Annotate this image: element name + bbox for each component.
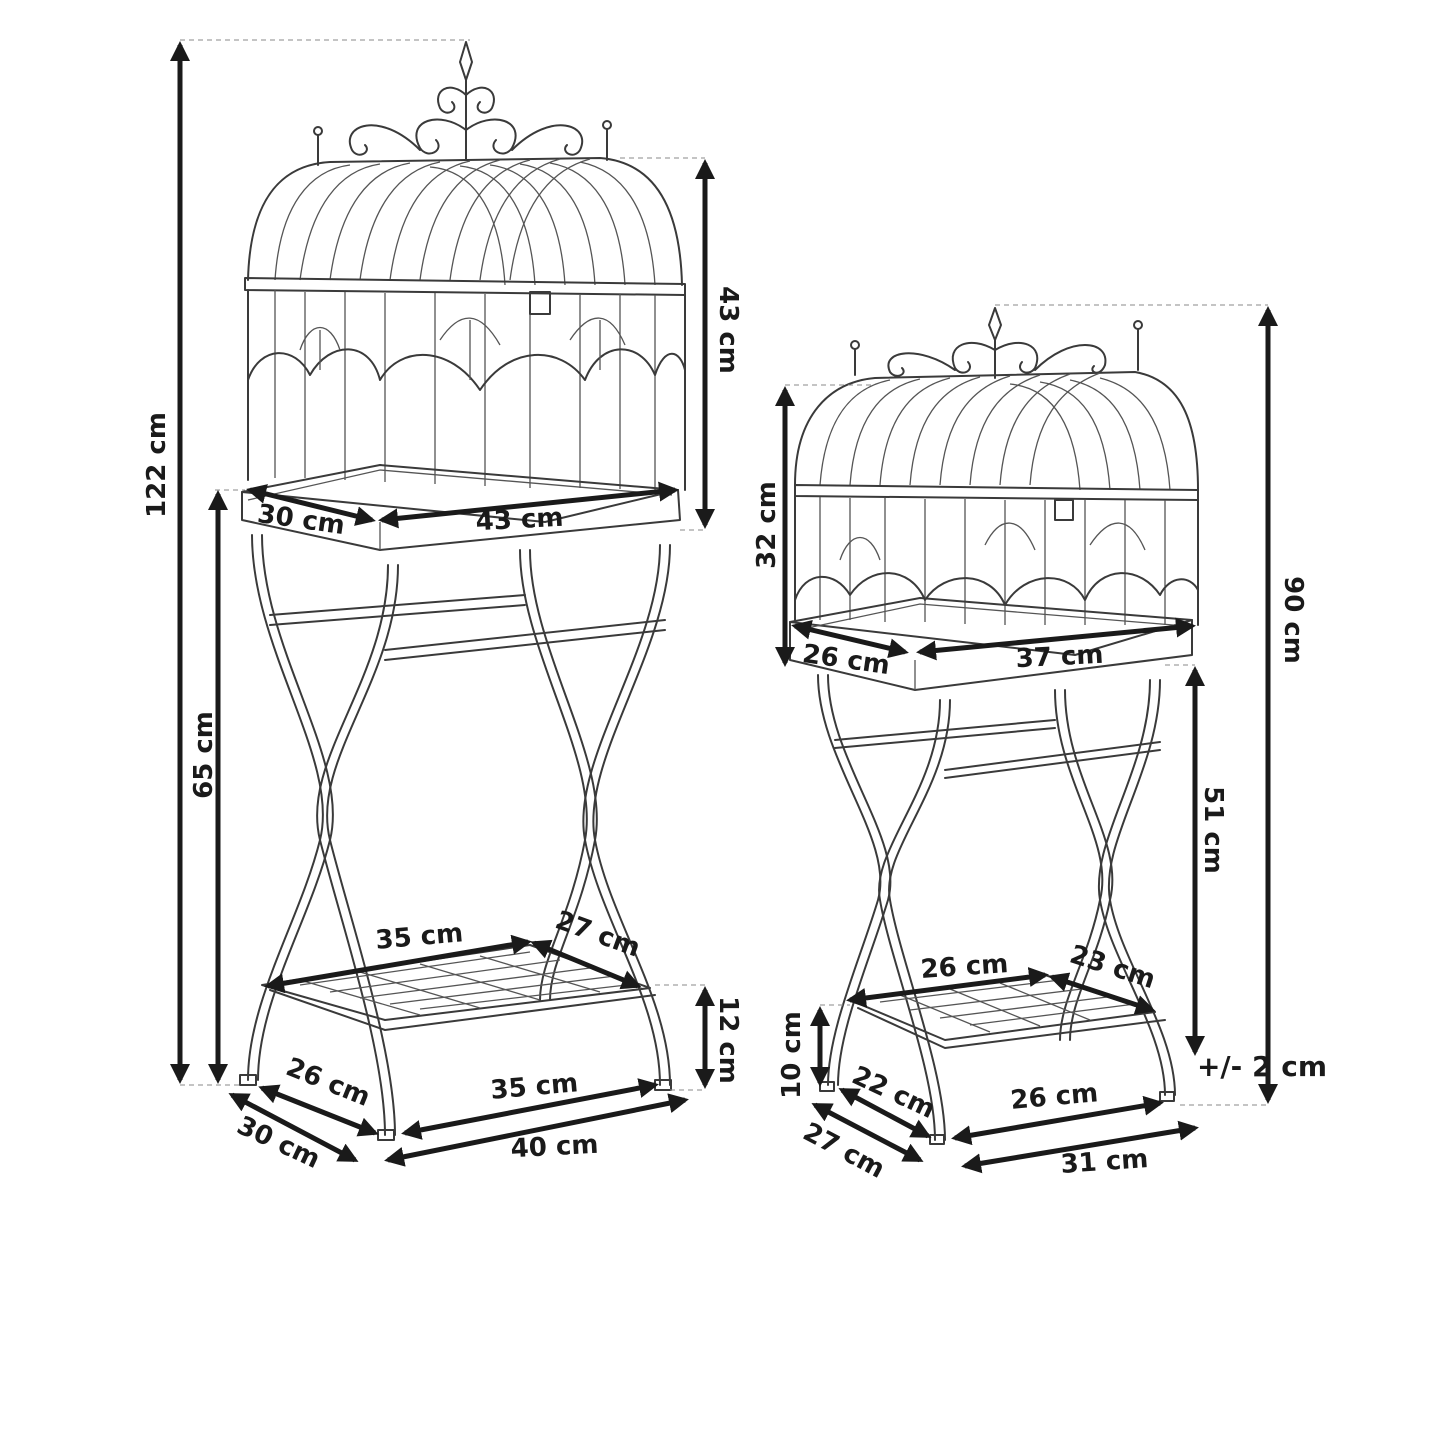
small-shelf-height-label: 10 cm (777, 1011, 807, 1099)
large-base-width-label: 40 cm (510, 1130, 599, 1165)
small-lower-shelf (849, 974, 1166, 1049)
large-tray-width-label: 43 cm (475, 503, 564, 538)
small-stand-height-label: 51 cm (1198, 786, 1228, 874)
dimension-guides (180, 39, 1268, 1106)
large-cage-body (247, 289, 686, 491)
large-shelf-height-label: 12 cm (713, 996, 743, 1084)
small-tray-width-label: 37 cm (1015, 640, 1104, 675)
small-plant-stand (789, 307, 1199, 1145)
small-cage-body (794, 495, 1199, 626)
small-total-height-label: 90 cm (1278, 576, 1308, 664)
small-base-width-label: 31 cm (1060, 1144, 1150, 1180)
large-total-height-label: 122 cm (142, 412, 172, 518)
large-stand-legs (239, 534, 672, 1141)
small-cage-dome (794, 371, 1199, 501)
large-stand-labels: 122 cm 65 cm 43 cm 30 cm 43 cm 35 cm 27 … (142, 286, 743, 1175)
large-finial-ornament (313, 41, 612, 166)
tolerance-note: +/- 2 cm (1196, 1050, 1327, 1083)
dimension-arrows (170, 41, 1278, 1174)
large-cage-dome (244, 157, 686, 296)
small-shelf-width-label: 26 cm (920, 949, 1010, 985)
small-inner-width-label: 26 cm (1009, 1078, 1099, 1116)
large-tray-depth-label: 30 cm (256, 499, 347, 541)
small-base-depth-label: 27 cm (798, 1117, 890, 1185)
small-finial-ornament (850, 307, 1143, 379)
small-cage-height-label: 32 cm (752, 481, 782, 569)
large-shelf-width-label: 35 cm (374, 918, 464, 956)
large-plant-stand (239, 41, 686, 1141)
large-stand-height-label: 65 cm (189, 711, 219, 799)
large-cage-height-label: 43 cm (713, 286, 743, 374)
large-lower-shelf (261, 944, 656, 1031)
